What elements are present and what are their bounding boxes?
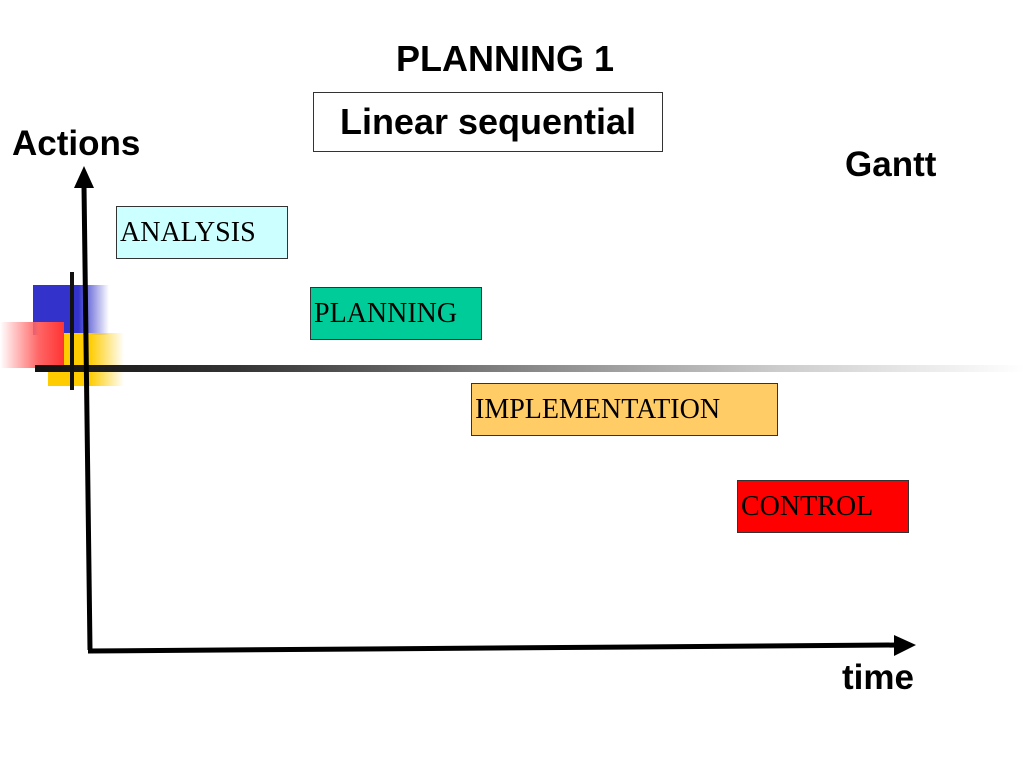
subtitle-box: Linear sequential [313, 92, 663, 152]
phase-control: CONTROL [737, 480, 909, 533]
x-axis-arrowhead [894, 635, 916, 656]
phase-analysis: ANALYSIS [116, 206, 288, 259]
y-axis-line [81, 185, 93, 651]
phase-planning: PLANNING [310, 287, 482, 340]
x-axis-label: time [842, 658, 914, 697]
gantt-label: Gantt [845, 145, 937, 184]
x-axis-line [87, 642, 899, 654]
y-axis-arrowhead [74, 166, 94, 188]
decorative-red-square [0, 322, 64, 368]
decorative-vertical-line [70, 272, 74, 390]
decorative-horizontal-line [35, 365, 1024, 372]
slide-title: PLANNING 1 [395, 38, 615, 79]
phase-implementation: IMPLEMENTATION [471, 383, 778, 436]
y-axis-label: Actions [12, 124, 141, 163]
